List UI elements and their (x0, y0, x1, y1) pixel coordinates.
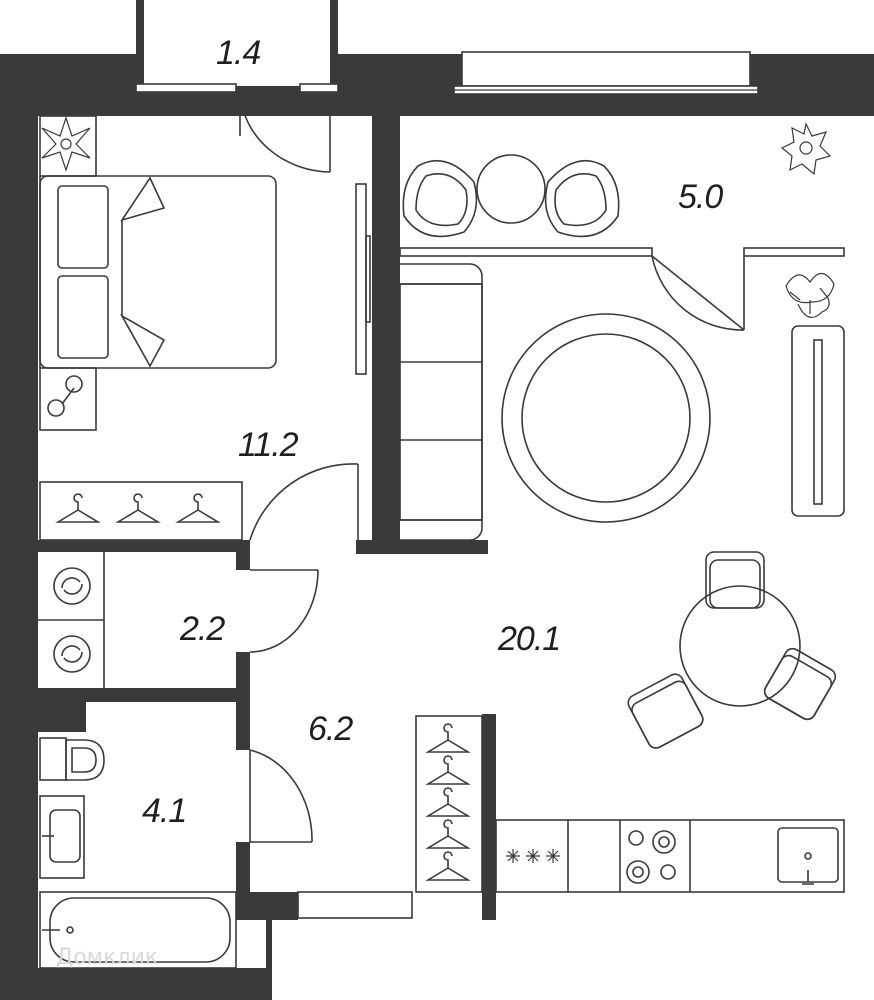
bathtub-icon (39, 891, 237, 969)
hall-wardrobe (415, 715, 483, 893)
balcony-door[interactable] (239, 91, 331, 173)
loggia-area-label: 5.0 (678, 178, 723, 216)
balcony-frame (135, 0, 339, 93)
nightstand-top (39, 115, 97, 177)
balcony-area-label: 1.4 (216, 34, 260, 72)
dryer-icon (53, 635, 91, 673)
armchair-left (402, 159, 478, 238)
kitchen-counter (495, 819, 845, 893)
chair (705, 551, 765, 609)
plant-icon (785, 272, 835, 319)
watermark: Домклик (56, 945, 158, 970)
round-rug (501, 313, 711, 523)
sofa (385, 263, 483, 541)
plant-icon (41, 116, 91, 172)
dining-set (627, 551, 837, 749)
toilet-icon (39, 737, 105, 781)
laundry-area-label: 2.2 (179, 610, 225, 648)
bathroom-area-label: 4.1 (142, 792, 186, 830)
armchair-right (544, 159, 620, 238)
sink-icon (39, 795, 85, 879)
bed (39, 175, 277, 369)
chair (627, 673, 704, 749)
tv-stand (791, 325, 845, 517)
wall-tv (355, 183, 371, 375)
lamp-icon (39, 367, 97, 431)
loggia-window (453, 51, 759, 95)
chair (763, 647, 837, 721)
loggia-door[interactable] (651, 255, 745, 331)
fridge-icon (506, 849, 560, 863)
wardrobe (39, 481, 243, 541)
plant-icon (780, 122, 832, 176)
kitchen-sink-icon (777, 827, 839, 885)
living-area-label: 20.1 (497, 620, 560, 658)
bedroom-area-label: 11.2 (238, 426, 299, 464)
entrance-door[interactable] (297, 891, 413, 919)
laundry-room (38, 552, 105, 688)
hall-area-label: 6.2 (308, 710, 353, 748)
loggia-table (476, 154, 546, 224)
washing-machine-icon (53, 567, 91, 605)
loggia-furniture (402, 122, 832, 238)
bathroom-door[interactable] (249, 749, 313, 843)
bedroom-door[interactable] (249, 463, 359, 541)
laundry-door[interactable] (249, 569, 319, 653)
stove-icon (626, 830, 676, 884)
